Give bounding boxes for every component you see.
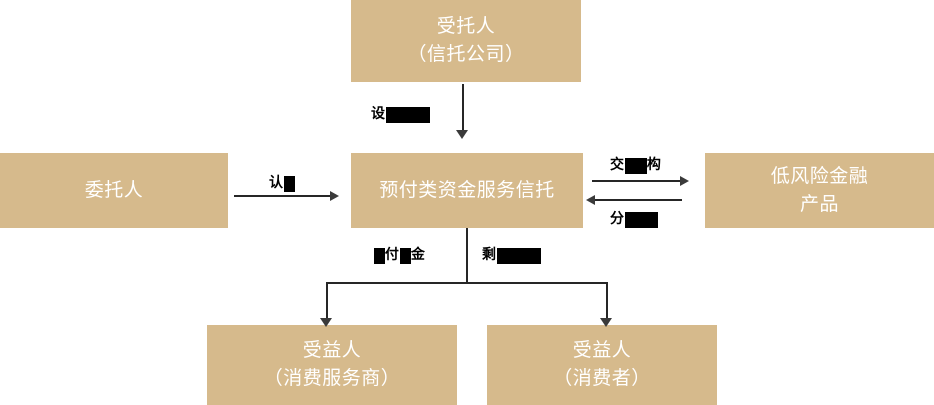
connector-beneficiary-bus (326, 282, 608, 284)
edge-label-visible-char: 剩 (482, 246, 497, 262)
edge-label-visible-char: 认 (269, 174, 284, 190)
edge-label-lowrisk-to-trust: 分███ (610, 208, 658, 228)
edge-label-redaction-mid: █ (399, 248, 411, 264)
edge-label-visible-char-left: 交 (610, 156, 625, 172)
connector-lowrisk-to-trust (592, 199, 682, 201)
node-settlor[interactable]: 委托人 (0, 153, 228, 228)
edge-label-redaction: ████ (386, 107, 430, 123)
node-low-risk-financial-product[interactable]: 低风险金融 产品 (705, 153, 934, 228)
connector-trust-to-lowrisk (592, 180, 682, 182)
connector-trust-stem (466, 228, 468, 283)
edge-label-visible-char-a: 付 (384, 246, 400, 262)
arrowhead-right-trust-to-lowrisk (680, 176, 689, 186)
arrowhead-down-to-consumer (600, 318, 612, 327)
edge-label-trust-to-merchant: █付█金 (374, 244, 426, 264)
edge-label-redaction: ███ (625, 212, 658, 228)
edge-label-redaction: ██ (625, 158, 647, 174)
connector-drop-to-consumer (606, 282, 608, 321)
edge-label-redaction: ████ (497, 248, 541, 264)
node-prepaid-fund-service-trust[interactable]: 预付类资金服务信托 (351, 153, 583, 228)
edge-label-visible-char: 设 (371, 105, 386, 121)
node-trustee[interactable]: 受托人 （信托公司） (351, 0, 581, 82)
connector-trustee-to-trust (462, 84, 464, 132)
node-beneficiary-consumer[interactable]: 受益人 （消费者） (487, 325, 717, 405)
edge-label-visible-char-right: 构 (646, 156, 662, 172)
edge-label-settlor-to-trust: 认█ (269, 172, 295, 192)
arrowhead-down-trustee-to-trust (456, 130, 468, 139)
connector-drop-to-merchant (326, 282, 328, 321)
arrowhead-down-to-merchant (320, 318, 332, 327)
edge-label-trust-to-consumer: 剩████ (482, 244, 541, 264)
node-beneficiary-merchant[interactable]: 受益人 （消费服务商） (207, 325, 457, 405)
arrowhead-right-settlor-to-trust (330, 191, 339, 201)
edge-label-visible-char-b: 金 (410, 246, 426, 262)
edge-label-redaction-lead: █ (374, 248, 385, 264)
edge-label-redaction: █ (284, 176, 295, 192)
edge-label-trustee-to-trust: 设████ (371, 103, 430, 123)
edge-label-trust-to-lowrisk: 交██构 (610, 154, 662, 174)
edge-label-visible-char: 分 (610, 210, 625, 226)
arrowhead-left-lowrisk-to-trust (586, 195, 595, 205)
connector-settlor-to-trust (234, 195, 332, 197)
